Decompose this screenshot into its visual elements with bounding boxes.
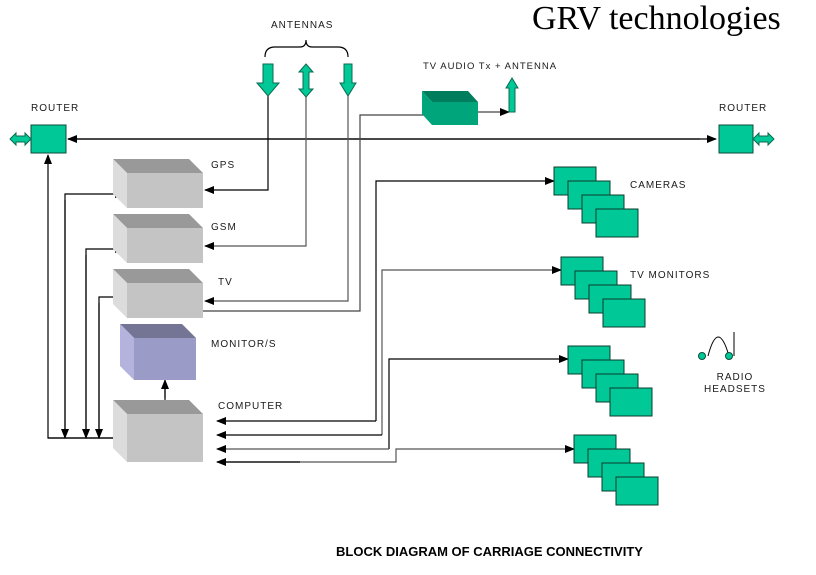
- tv-to-audio-line: [203, 111, 437, 312]
- radio-headsets-label-1: RADIO: [716, 372, 754, 383]
- brand-title: GRV technologies: [532, 0, 781, 37]
- computer-headsets-line: [388, 355, 569, 449]
- computer-cameras-line: [375, 177, 555, 421]
- computer-extra-line: [217, 445, 575, 463]
- router-left-port-icon: [9, 131, 32, 147]
- router-right-label: ROUTER: [719, 103, 768, 114]
- monitors-label: MONITOR/S: [211, 339, 277, 350]
- computer-label: COMPUTER: [218, 401, 284, 412]
- device-stacks: [553, 166, 659, 506]
- tv-monitors-label: TV MONITORS: [630, 270, 711, 281]
- router-left-label: ROUTER: [31, 103, 80, 114]
- diagram-caption: BLOCK DIAGRAM OF CARRIAGE CONNECTIVITY: [336, 544, 643, 559]
- router-left[interactable]: [30, 124, 67, 154]
- gps-label: GPS: [211, 160, 236, 171]
- antenna-gsm-icon: [297, 63, 315, 98]
- antennas-label: ANTENNAS: [271, 20, 334, 31]
- tv-audio-antenna-icon: [505, 77, 519, 113]
- router-right[interactable]: [718, 124, 754, 154]
- extra-stack-unit: [615, 476, 659, 506]
- tv-label: TV: [218, 277, 233, 288]
- gsm-label: GSM: [211, 222, 237, 233]
- radio-headsets-icon: [698, 332, 735, 360]
- gps-box[interactable]: [113, 159, 203, 208]
- antenna-gps-icon: [255, 63, 281, 97]
- antenna-tv-line: [204, 96, 349, 305]
- tv-audio-tx-box[interactable]: [422, 91, 478, 125]
- tv-monitors-stack[interactable]: [560, 256, 646, 328]
- cameras-stack[interactable]: [553, 166, 639, 238]
- antenna-tv-icon: [339, 63, 357, 97]
- gsm-box[interactable]: [113, 214, 203, 263]
- monitors-box[interactable]: [120, 324, 196, 380]
- antennas-brace: [264, 39, 349, 58]
- cameras-unit: [595, 208, 639, 238]
- extra-stack-stack[interactable]: [573, 434, 659, 506]
- computer-box[interactable]: [113, 400, 203, 462]
- cameras-label: CAMERAS: [630, 180, 687, 191]
- radio-headsets-unit: [609, 387, 653, 417]
- computer-tvmonitors-line: [381, 266, 562, 435]
- tv-box[interactable]: [113, 269, 203, 318]
- antenna-gps-line: [204, 96, 269, 194]
- radio-headsets-label-2: HEADSETS: [704, 384, 766, 395]
- antenna-gsm-line: [204, 96, 307, 250]
- tv-monitors-unit: [602, 298, 646, 328]
- tv-audio-label: TV AUDIO Tx + ANTENNA: [423, 61, 558, 72]
- router-right-port-icon: [752, 131, 775, 147]
- radio-headsets-stack[interactable]: [567, 345, 653, 417]
